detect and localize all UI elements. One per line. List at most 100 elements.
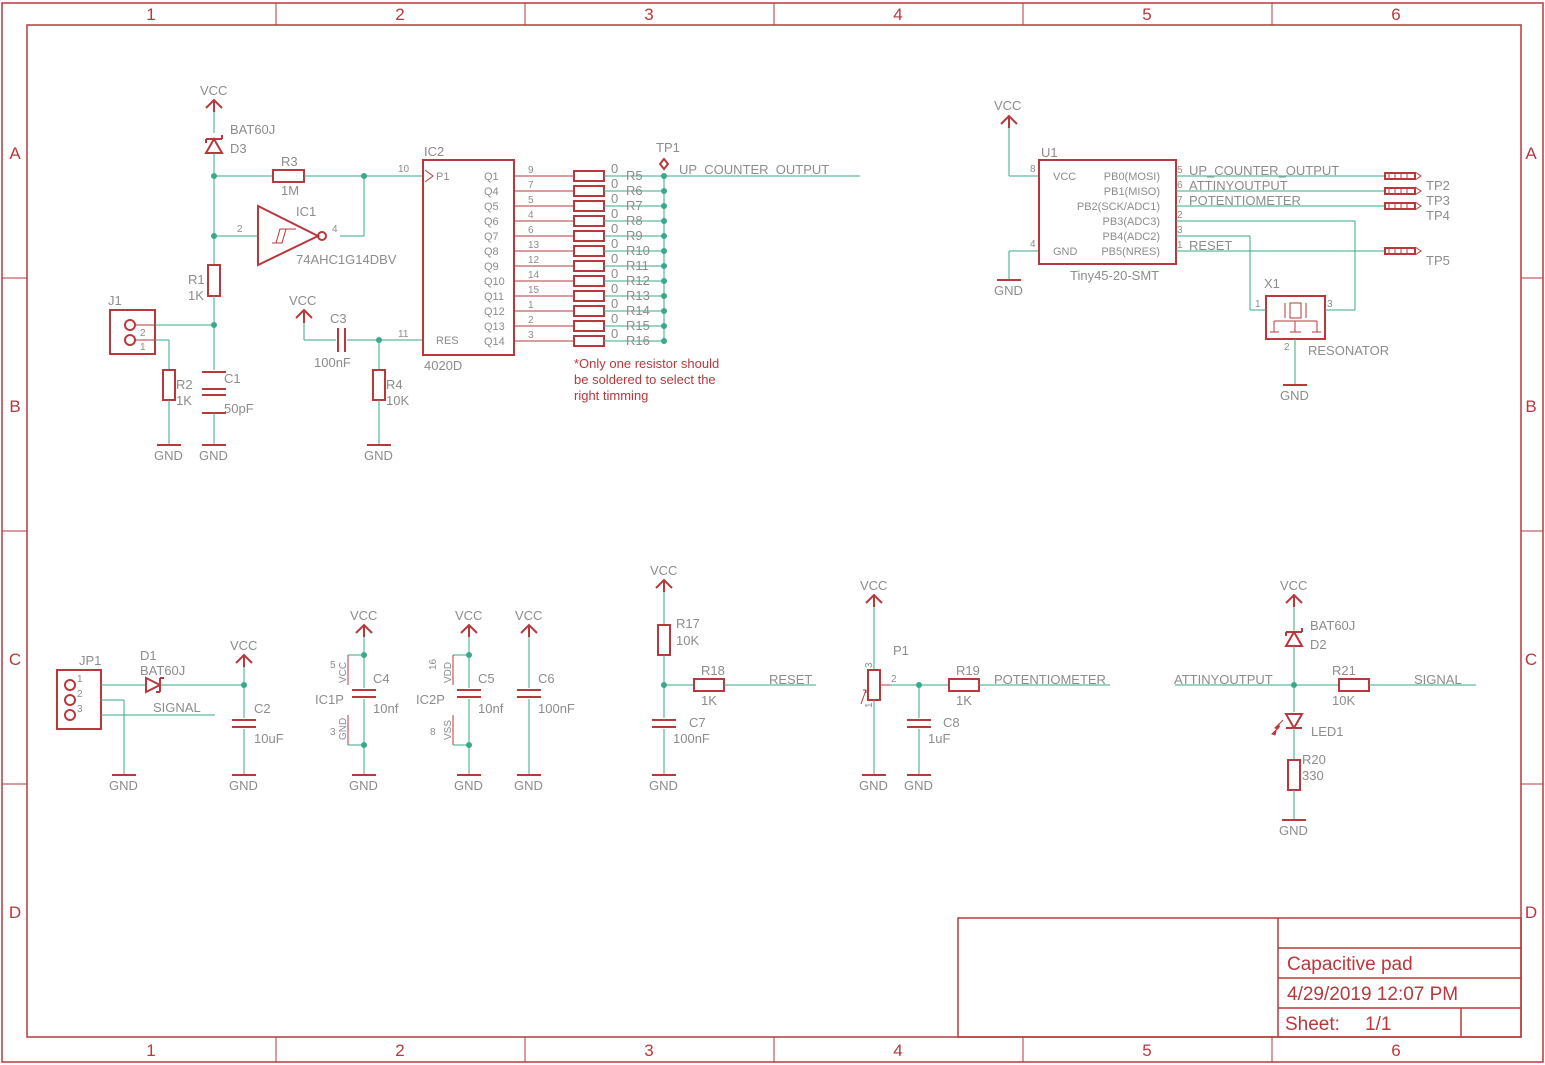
svg-text:GND: GND — [1279, 823, 1308, 838]
ladder-resistor — [573, 215, 605, 227]
ladder-resistor — [573, 245, 605, 257]
svg-text:4: 4 — [1030, 239, 1036, 250]
svg-text:GND: GND — [1280, 388, 1309, 403]
svg-text:10nf: 10nf — [478, 701, 504, 716]
reset-net-label: RESET — [769, 672, 812, 687]
resistor-r18: R18 1K — [693, 663, 725, 708]
ic2-pin-number: 1 — [528, 300, 534, 311]
svg-text:C3: C3 — [330, 311, 347, 326]
gnd-symbol: GND — [229, 774, 258, 793]
svg-text:D3: D3 — [230, 141, 247, 156]
gnd-symbol: GND — [514, 774, 543, 793]
ladder-resistor-ref: R6 — [626, 183, 643, 198]
ladder-resistor-value: 0 — [611, 236, 618, 251]
row-label-left: C — [9, 650, 21, 669]
tp-label: TP2 — [1426, 178, 1450, 193]
ic1-power-decoupling: VCC 5 3 VCC GND IC1P C4 10nf GND — [315, 608, 399, 793]
ic2-pin-number: 13 — [528, 240, 540, 251]
vcc-symbol: VCC — [650, 563, 677, 592]
svg-text:R4: R4 — [386, 377, 403, 392]
svg-text:1K: 1K — [956, 693, 972, 708]
ic2-output-label: Q1 — [484, 171, 499, 183]
vcc-symbol: VCC — [994, 98, 1021, 128]
svg-text:1uF: 1uF — [928, 731, 950, 746]
row-label-right: A — [1525, 144, 1537, 163]
resistor-r17: R17 10K — [657, 616, 700, 656]
ladder-resistor — [573, 230, 605, 242]
signal-net-label: SIGNAL — [1414, 672, 1462, 687]
row-label-right: C — [1525, 650, 1537, 669]
svg-text:GND: GND — [649, 778, 678, 793]
pin-label: VSS — [443, 720, 454, 740]
svg-text:C8: C8 — [943, 715, 960, 730]
pin-label: VCC — [338, 662, 349, 683]
ic2-pin-number: 9 — [528, 165, 534, 176]
ladder-resistor-ref: R14 — [626, 303, 650, 318]
svg-text:R1: R1 — [188, 272, 205, 287]
ladder-resistor-value: 0 — [611, 281, 618, 296]
timing-note: *Only one resistor should be soldered to… — [574, 356, 719, 403]
col-label-top: 2 — [395, 5, 404, 24]
svg-text:C7: C7 — [689, 715, 706, 730]
svg-text:GND: GND — [994, 283, 1023, 298]
gnd-symbol: GND — [364, 444, 393, 463]
u1-pin-label: PB1(MISO) — [1104, 186, 1160, 198]
svg-text:C6: C6 — [538, 671, 555, 686]
svg-text:50pF: 50pF — [224, 401, 254, 416]
gnd-symbol: GND — [454, 774, 483, 793]
svg-text:3: 3 — [77, 704, 83, 715]
svg-text:TP1: TP1 — [656, 140, 680, 155]
ic2-pin-number: 14 — [528, 270, 540, 281]
ladder-resistor-value: 0 — [611, 161, 618, 176]
ladder-resistor — [573, 185, 605, 197]
ladder-resistor-ref: R11 — [626, 258, 649, 273]
vcc-symbol: VCC — [515, 608, 542, 637]
svg-text:1M: 1M — [281, 183, 299, 198]
svg-text:1: 1 — [140, 342, 146, 353]
tp-arrow-body — [1384, 172, 1416, 180]
pin-label: GND — [338, 718, 349, 740]
tp-label: TP3 — [1426, 193, 1450, 208]
gnd-symbol: GND — [1280, 384, 1309, 403]
gnd-symbol: GND — [349, 774, 378, 793]
svg-text:74AHC1G14DBV: 74AHC1G14DBV — [296, 252, 397, 267]
svg-text:330: 330 — [1302, 768, 1324, 783]
svg-text:J1: J1 — [108, 293, 122, 308]
ic2-output-label: Q13 — [484, 321, 505, 333]
attiny-output-net-label: ATTINYOUTPUT — [1174, 672, 1273, 687]
gnd-symbol: GND — [649, 774, 678, 793]
svg-text:4020D: 4020D — [424, 358, 462, 373]
ic2-power-decoupling: VCC 16 8 VDD VSS IC2P C5 10nf GND VCC — [416, 608, 575, 793]
svg-text:C4: C4 — [373, 671, 390, 686]
ic2-output-label: Q5 — [484, 201, 499, 213]
counter-circuit: VCC C3 100nF R4 10K GND P1 RES 10 — [289, 140, 860, 463]
gnd-symbol: GND — [904, 774, 933, 793]
u1-pin-label: PB5(NRES) — [1101, 246, 1160, 258]
col-label-bottom: 3 — [644, 1041, 653, 1060]
signal-net-label: SIGNAL — [153, 700, 201, 715]
svg-text:U1: U1 — [1041, 145, 1058, 160]
svg-text:IC2: IC2 — [424, 144, 444, 159]
title-block: Capacitive pad 4/29/2019 12:07 PM Sheet:… — [957, 917, 1522, 1038]
resistor-r4: R4 10K — [372, 369, 409, 408]
ladder-resistor-ref: R9 — [626, 228, 643, 243]
tp-arrow-head — [1388, 171, 1422, 181]
counter-ic2: P1 RES 10 11 IC2 4020D — [398, 144, 515, 373]
gnd-symbol: GND — [1279, 819, 1308, 838]
ladder-resistor — [573, 170, 605, 182]
svg-text:100nF: 100nF — [314, 355, 351, 370]
sheet-label: Sheet: — [1285, 1014, 1340, 1035]
col-label-bottom: 2 — [395, 1041, 404, 1060]
vcc-symbol: VCC — [350, 608, 377, 637]
vcc-symbol: VCC — [230, 638, 257, 667]
ic2-output-label: Q14 — [484, 336, 505, 348]
ladder-resistor-value: 0 — [611, 326, 618, 341]
tp-arrow-body — [1384, 187, 1416, 195]
capacitor-c4: C4 10nf — [352, 671, 399, 716]
ic2-output-label: Q10 — [484, 276, 505, 288]
capacitor-c3: C3 100nF — [314, 311, 351, 370]
svg-text:1K: 1K — [701, 693, 717, 708]
svg-text:VCC: VCC — [994, 98, 1021, 113]
ladder-resistor — [573, 260, 605, 272]
